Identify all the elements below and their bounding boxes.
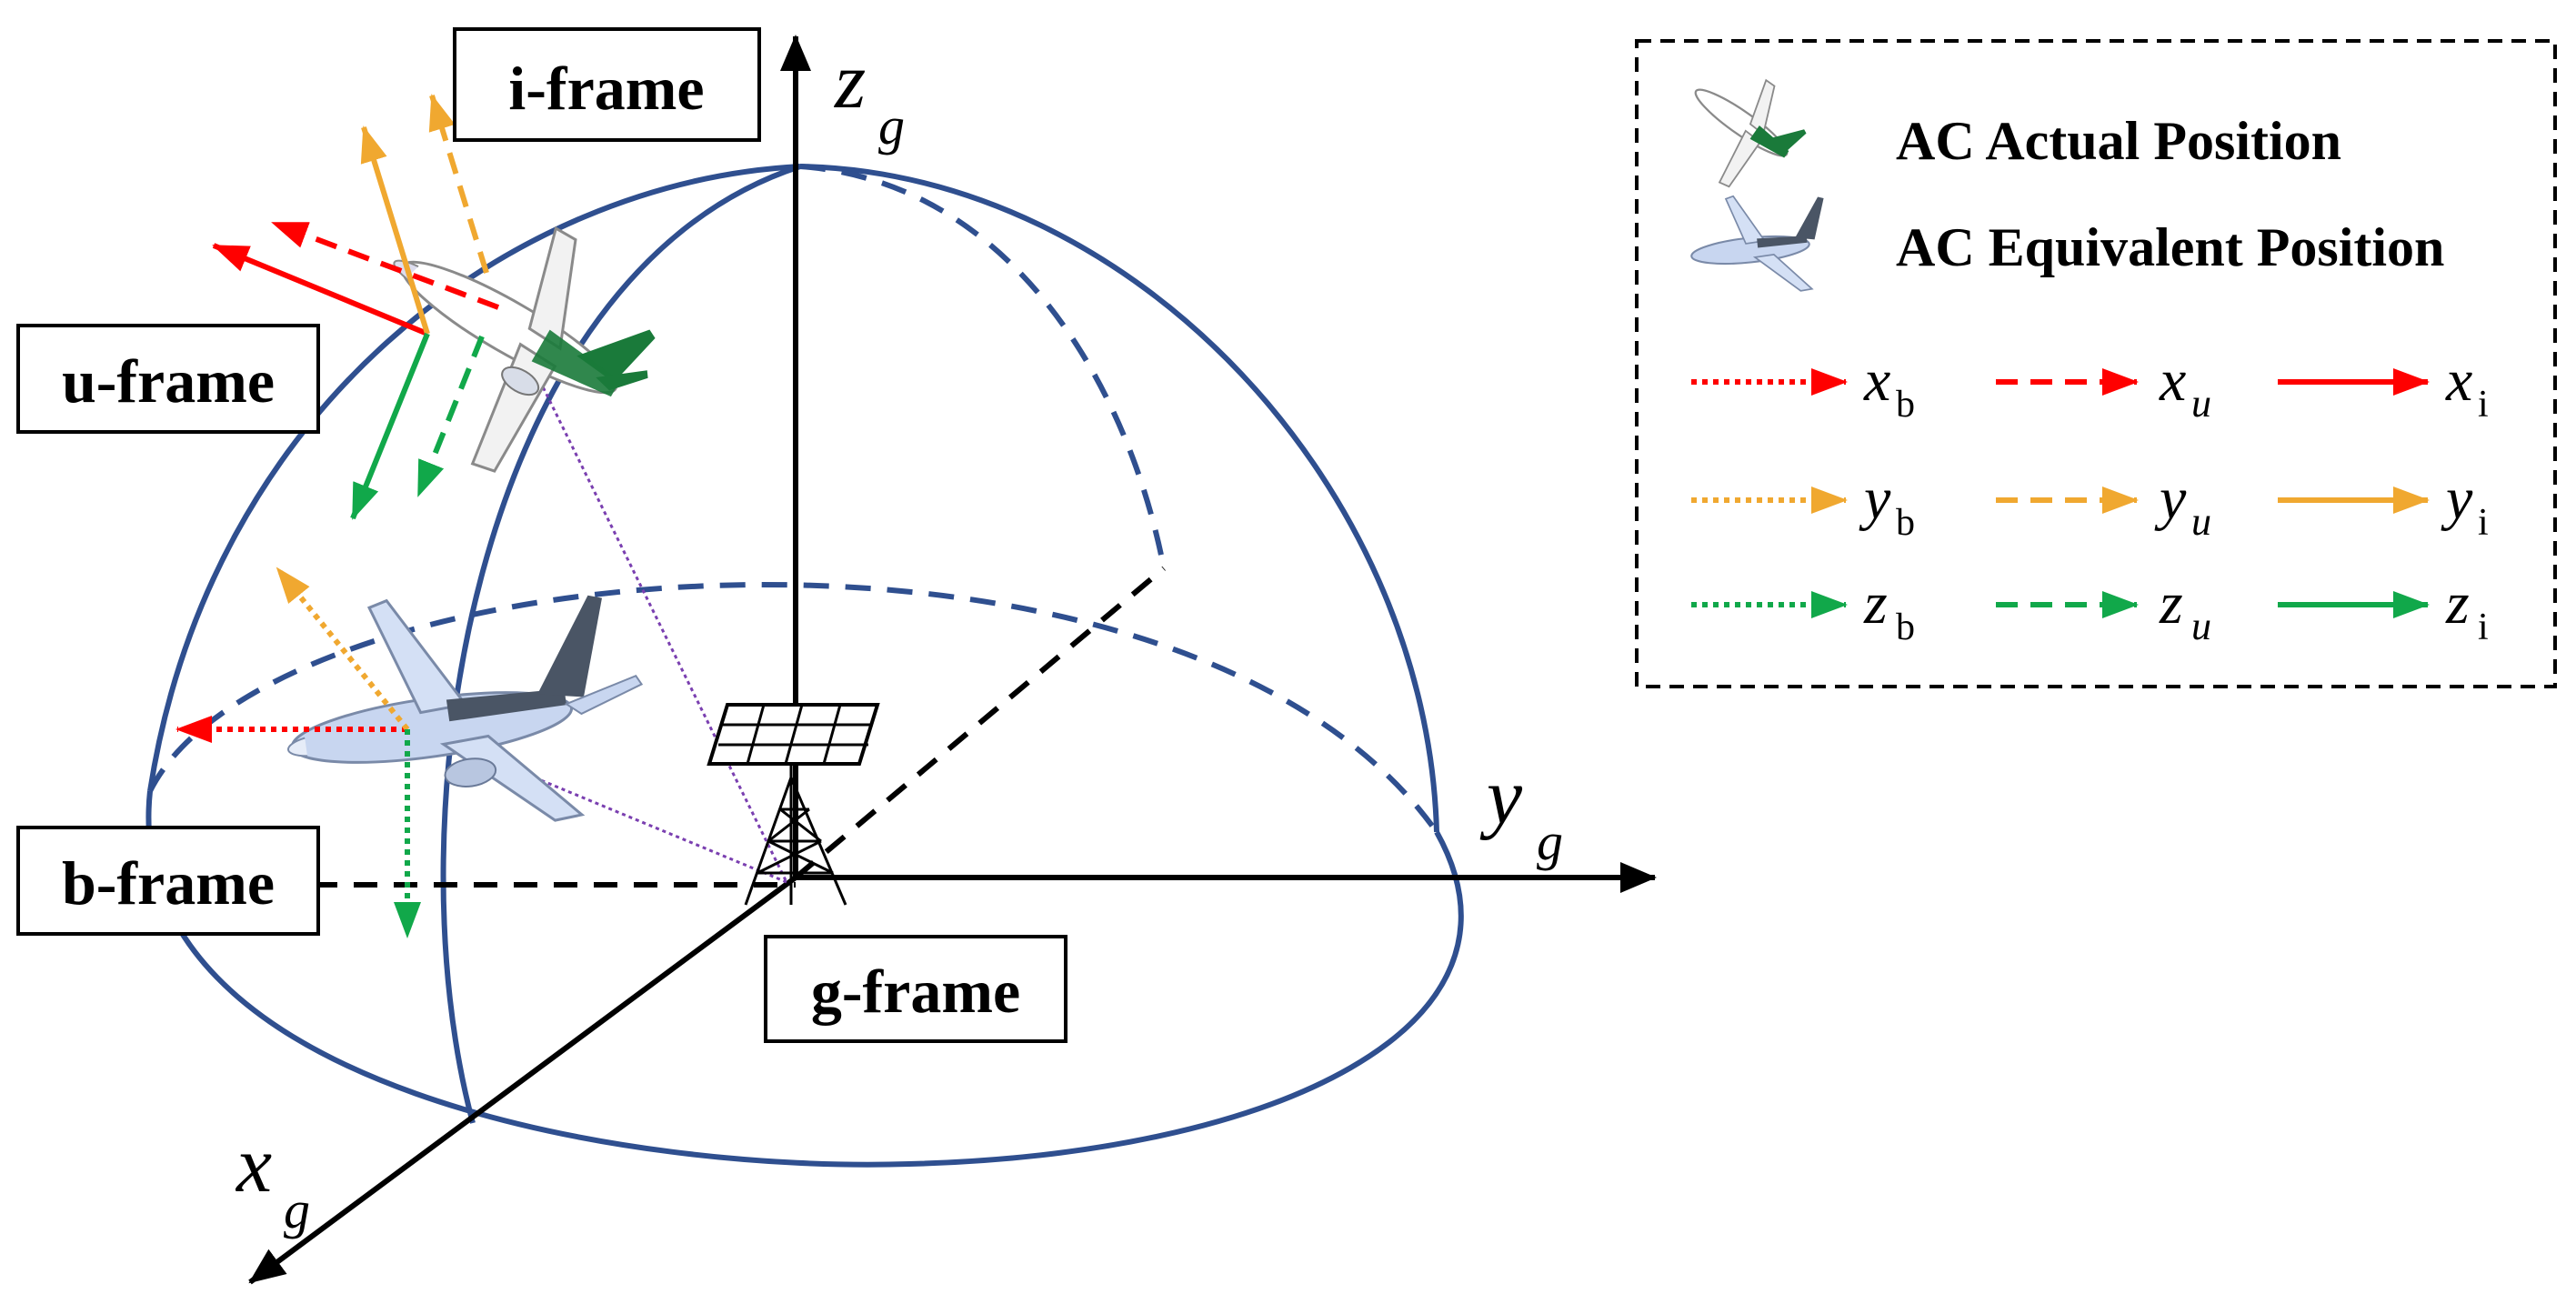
legend-equivalent-aircraft-icon (1690, 195, 1824, 292)
svg-text:x: x (2445, 347, 2472, 414)
svg-text:g: g (1537, 812, 1563, 871)
svg-text:g: g (284, 1180, 310, 1239)
outer-arc-right (799, 164, 1439, 833)
svg-text:u: u (2191, 381, 2211, 426)
svg-text:z: z (2445, 570, 2470, 637)
g-frame-label: g-frame (764, 935, 1067, 1043)
b-frame-axes (175, 567, 421, 938)
yu-arrow (428, 94, 489, 274)
u-frame-label: u-frame (16, 324, 320, 434)
svg-text:i-frame: i-frame (508, 54, 704, 123)
legend-row-y: y b y u y i (1691, 466, 2489, 544)
i-frame-label: i-frame (453, 27, 761, 142)
los-actual (503, 308, 788, 883)
svg-text:u: u (2191, 604, 2211, 648)
actual-aircraft-icon (393, 226, 656, 473)
svg-text:b: b (1896, 607, 1915, 648)
svg-text:u-frame: u-frame (62, 346, 275, 416)
svg-text:x: x (1863, 347, 1890, 414)
meridian-back (799, 164, 1167, 569)
hemisphere (145, 164, 1464, 1168)
svg-text:x: x (235, 1121, 272, 1209)
svg-text:y: y (2441, 466, 2473, 532)
legend-actual-aircraft-icon (1694, 78, 1807, 188)
svg-text:i: i (2478, 384, 2489, 426)
svg-text:y: y (2154, 466, 2187, 532)
svg-text:z: z (1863, 570, 1888, 637)
xu-arrow (271, 220, 500, 310)
zi-arrow (350, 332, 430, 520)
xi-arrow (212, 243, 429, 336)
svg-text:z: z (834, 37, 866, 125)
svg-text:b: b (1896, 384, 1915, 426)
outer-arc-left (147, 164, 801, 792)
equivalent-aircraft-icon (287, 595, 644, 822)
yi-arrow (360, 125, 430, 335)
svg-text:y: y (1479, 753, 1523, 841)
svg-text:b: b (1896, 502, 1915, 544)
b-frame-label: b-frame (16, 826, 320, 936)
x-axis-label: x g (235, 1121, 310, 1239)
horizon-back-arc (147, 581, 1439, 834)
svg-text:x: x (2159, 347, 2186, 414)
svg-text:y: y (1859, 466, 1891, 532)
y-axis-label: y g (1479, 753, 1563, 871)
legend-frame (1635, 39, 2557, 688)
i-frame-axes (212, 125, 430, 520)
legend-equivalent-label: AC Equivalent Position (1896, 217, 2444, 277)
legend-row-x: x b x u x i (1691, 347, 2489, 426)
svg-text:g: g (878, 96, 905, 155)
svg-text:z: z (2159, 570, 2183, 637)
x-axis (248, 875, 797, 1285)
z-axis-label: z g (834, 37, 905, 155)
legend: AC Actual Position AC Equivalent Positio… (1635, 39, 2557, 688)
horizon-front-arc (145, 790, 1464, 1168)
svg-text:u: u (2191, 499, 2211, 544)
u-frame-axes (271, 94, 500, 497)
svg-text:b-frame: b-frame (62, 848, 275, 918)
back-diagonal (794, 566, 1166, 880)
yb-arrow (275, 567, 410, 731)
legend-row-z: z b z u z i (1691, 570, 2489, 648)
svg-text:i: i (2478, 502, 2489, 544)
svg-text:i: i (2478, 607, 2489, 648)
ground-antenna-icon (707, 703, 880, 906)
legend-actual-label: AC Actual Position (1896, 111, 2341, 171)
svg-text:g-frame: g-frame (811, 957, 1020, 1026)
zu-arrow (416, 335, 485, 497)
meridian-front (440, 164, 801, 1124)
